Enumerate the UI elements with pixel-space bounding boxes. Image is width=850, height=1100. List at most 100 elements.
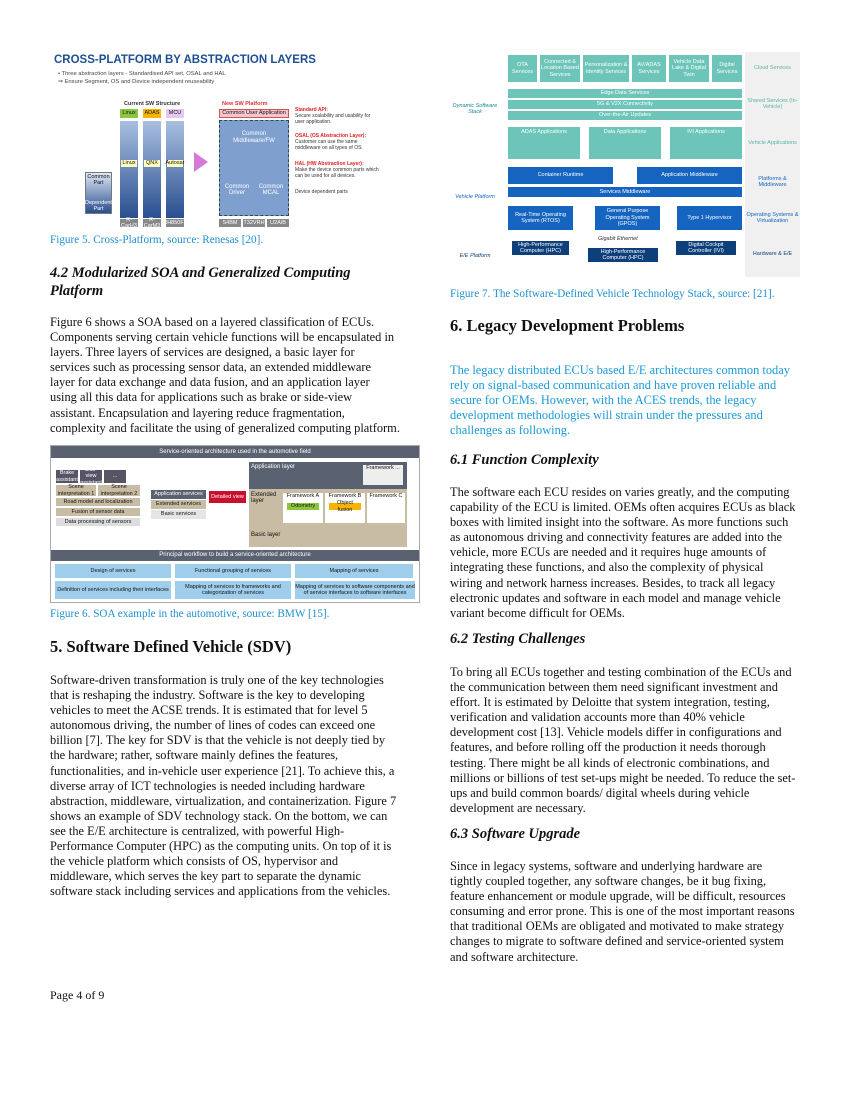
section-6-3-text: Since in legacy systems, software and un… [450, 859, 795, 964]
hw-box: RH850F1 [163, 219, 187, 227]
section-6-1-heading: 6.1 Function Complexity [450, 452, 599, 468]
soa-block: Brake assistant [56, 470, 78, 483]
stack-label: E/E Platform [459, 252, 491, 259]
std-api-desc: Secure scalability and usability for use… [295, 113, 371, 125]
current-sw-label: Current SW Structure [124, 101, 181, 107]
layer-label-column [745, 52, 800, 277]
workflow-desc: Definition of services including their i… [55, 581, 171, 599]
hw-box: High-Performance Computer (HPC) [588, 248, 658, 262]
shared-service-bar: Over-the-Air Updates [508, 111, 742, 120]
page-number: Page 4 of 9 [50, 988, 105, 1002]
figure-5-bullet: • Three abstraction layers - Standardise… [58, 71, 226, 77]
figure-6-top-banner: Service-oriented architecture used in th… [51, 446, 419, 458]
common-middleware-box: Common Middleware/FW [233, 131, 275, 144]
hw-box: High-Performance Computer (HPC) [512, 241, 569, 255]
figure-6-caption: Figure 6. SOA example in the automotive,… [50, 608, 330, 620]
hw-box: U2A/B [267, 219, 289, 227]
app-group: ADAS Applications [508, 127, 580, 159]
framework-box: Framework ... [363, 465, 403, 485]
soa-block: Data processing of sensors [56, 518, 140, 526]
framework-box: Framework C [367, 493, 405, 523]
soa-block: Scene interpretation 1 [56, 484, 96, 497]
section-5-heading: 5. Software Defined Vehicle (SDV) [50, 637, 292, 656]
dependent-part-label: Dependent Part [85, 199, 112, 213]
figure-7-caption: Figure 7. The Software-Defined Vehicle T… [450, 288, 775, 300]
cloud-box: Connected & Location Based Services [540, 55, 580, 82]
soa-block: Side-view assistant [80, 466, 102, 486]
soa-block: Scene interpretation 2 [98, 484, 140, 497]
detailed-view-arrow: Detailed view [209, 491, 246, 503]
workflow-step: Mapping of services [295, 564, 413, 578]
shared-service-bar: Edge Data Services [508, 89, 742, 98]
stack-label: Dynamic Software Stack [452, 102, 498, 116]
common-driver-box: Common Driver [224, 183, 250, 197]
hw-box: Digital Cockpit Controller (IVI) [676, 241, 736, 255]
section-6-3-heading: 6.3 Software Upgrade [450, 826, 581, 842]
platform-box: Container Runtime [508, 167, 613, 184]
figure-5-annotations: Standard API: Secure scalability and usa… [295, 107, 379, 195]
new-platform-stack [219, 120, 289, 216]
figure-6: Service-oriented architecture used in th… [50, 445, 420, 603]
service-layer: Application services [151, 490, 206, 499]
layer-label: Operating Systems & Virtualization [746, 211, 799, 225]
app-box: ADAS [143, 109, 161, 118]
hw-box: R-CarH3 [120, 216, 138, 229]
hw-box: T32VRH [243, 219, 265, 227]
osal-desc: Customer can use the same middleware on … [295, 139, 363, 151]
os-box: General Purpose Operating System (GPOS) [595, 206, 660, 230]
sw-stack-column [166, 121, 184, 218]
arrow-icon [194, 152, 208, 172]
figure-7: OTA Services Connected & Location Based … [450, 52, 800, 277]
figure-5-title: CROSS-PLATFORM BY ABSTRACTION LAYERS [54, 54, 316, 66]
section-6-2-text: To bring all ECUs together and testing c… [450, 665, 796, 815]
layer-label: Cloud Services [754, 64, 791, 71]
figure-5-caption: Figure 5. Cross-Platform, source: Renesa… [50, 234, 264, 246]
odometry-box: Odometry [287, 503, 319, 510]
sw-stack-column [143, 121, 161, 218]
workflow-step: Functional grouping of services [175, 564, 291, 578]
section-6-text: The legacy distributed ECUs based E/E ar… [450, 363, 790, 438]
cloud-box: OTA Services [508, 55, 537, 82]
application-layer-label: Application layer [251, 464, 296, 470]
gigabit-ethernet-label: Gigabit Ethernet [598, 236, 638, 242]
os-box: Autosar [165, 160, 185, 167]
cloud-box: Digital Services [712, 55, 742, 82]
shared-service-bar: 5G & V2X Connectivity [508, 100, 742, 109]
workflow-desc: Mapping of services to software componen… [295, 581, 415, 599]
workflow-desc: Mapping of services to frameworks and ca… [175, 581, 291, 599]
cloud-box: Personalization & Identity Services [583, 55, 629, 82]
service-layer: Extended services [151, 500, 206, 509]
layer-label: Platforms & Middleware [758, 175, 787, 189]
figure-6-workflow-banner: Principal workflow to build a service-or… [51, 550, 419, 561]
osal-label: OSAL (OS Abstraction Layer): [295, 133, 367, 139]
soa-block: ... [104, 470, 126, 483]
common-mcal-box: Common MCAL [258, 183, 284, 197]
hal-desc: Make the device common parts which can b… [295, 167, 379, 179]
soa-block: Road model and localization [56, 498, 140, 506]
section-4-2-heading: 4.2 Modularized SOA and Generalized Comp… [50, 265, 351, 299]
stack-label: Vehicle Platform [455, 193, 495, 200]
workflow-step: Design of services [55, 564, 171, 578]
layer-label: Vehicle Applications [748, 139, 797, 146]
common-app-box: Common User Application [219, 109, 289, 118]
os-box: QNX [144, 160, 160, 167]
section-6-2-heading: 6.2 Testing Challenges [450, 631, 586, 647]
std-api-label: Standard API: [295, 107, 328, 113]
app-box: MCU [166, 109, 184, 118]
extended-layer-label: Extended layer [251, 492, 277, 504]
os-box: Real-Time Operating System (RTOS) [508, 206, 573, 230]
app-group: Data Applications [589, 127, 661, 159]
soa-left-stack: Brake assistant Side-view assistant ... … [56, 466, 146, 540]
new-sw-label: New SW Platform [222, 101, 268, 107]
basic-layer-label: Basic layer [251, 532, 281, 538]
sw-stack-column [120, 121, 138, 218]
section-6-heading: 6. Legacy Development Problems [450, 316, 685, 335]
hal-label: HAL (HW Abstraction Layer): [295, 161, 364, 167]
service-layer: Basic services [151, 510, 206, 519]
section-4-2-text: Figure 6 shows a SOA based on a layered … [50, 315, 400, 435]
object-fusion-box: Object fusion [329, 500, 361, 513]
figure-5: CROSS-PLATFORM BY ABSTRACTION LAYERS • T… [52, 52, 382, 230]
hw-box: S4BM [219, 219, 241, 227]
device-dependent-label: Device dependent parts [295, 189, 348, 195]
layer-label: Shared Services (In-Vehicle) [747, 97, 798, 111]
